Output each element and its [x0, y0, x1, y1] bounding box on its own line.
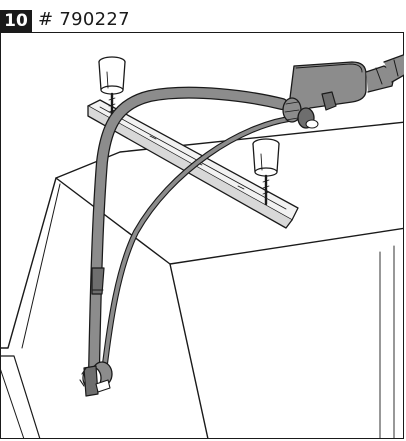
push-pin-icon [252, 138, 280, 206]
pipe-connector-icon [289, 54, 404, 115]
step-number-badge: 10 [0, 10, 32, 32]
hose-clamp-icon [282, 97, 319, 129]
hose-clamp-icon [79, 361, 113, 397]
step-header: 10 # 790227 [0, 0, 406, 32]
installation-illustration [0, 54, 404, 439]
main-hose [88, 86, 288, 378]
illustration-frame [0, 32, 404, 439]
part-number-label: # 790227 [38, 9, 130, 30]
secondary-hose [101, 115, 299, 375]
